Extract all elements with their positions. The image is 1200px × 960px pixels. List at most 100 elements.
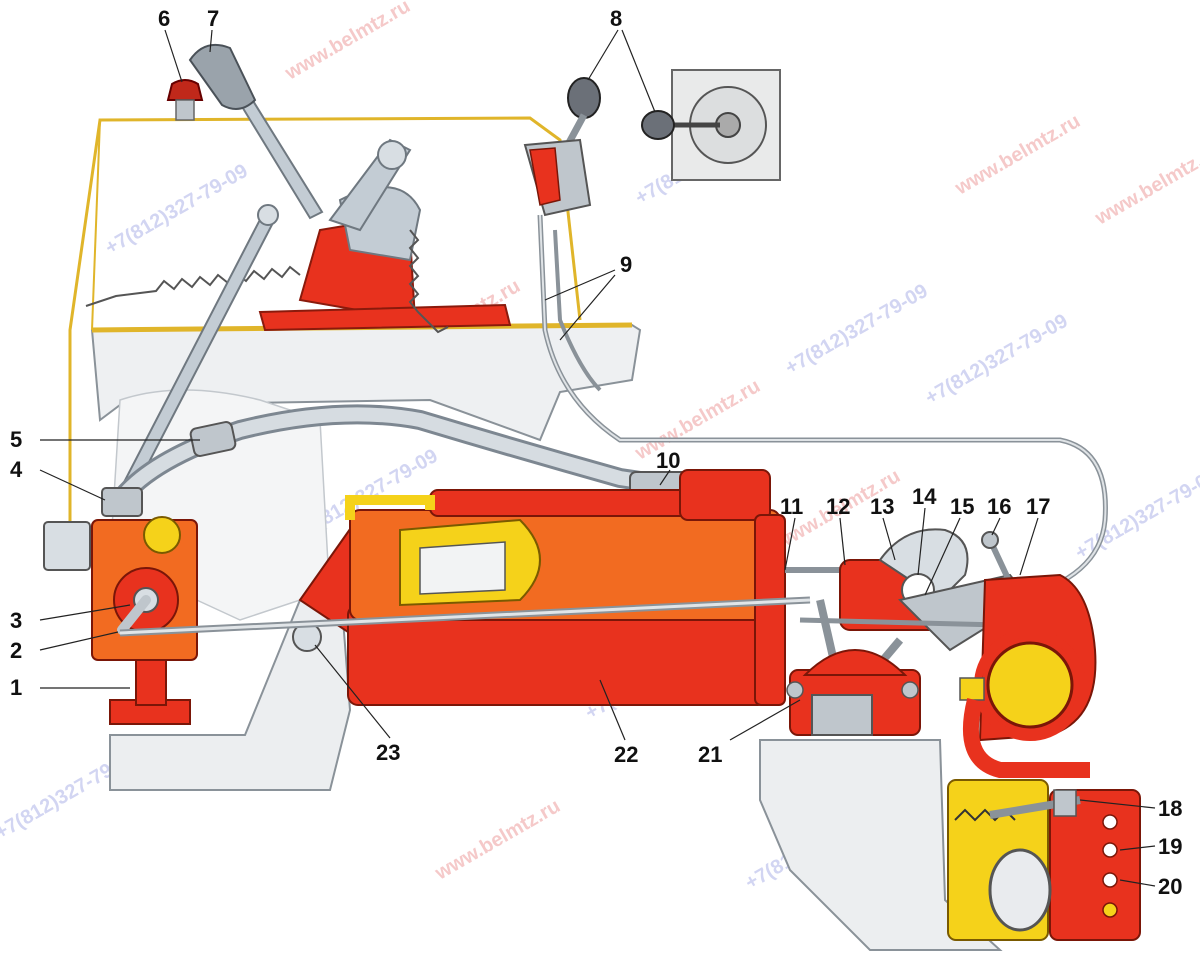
hose-highlight — [114, 407, 702, 505]
lever-8-assembly — [523, 69, 781, 217]
callout-2: 2 — [10, 638, 22, 663]
pump-bolt-right — [901, 681, 919, 699]
spring-unit — [947, 698, 1141, 941]
callout-9: 9 — [620, 252, 632, 277]
hose-fitting-left — [189, 421, 237, 457]
control-cable — [537, 214, 1108, 603]
lever-8-bracket-red — [529, 147, 561, 206]
pedal-base-plate — [258, 303, 512, 332]
cable-sheath-inner — [539, 214, 1107, 601]
callout-19: 19 — [1158, 834, 1182, 859]
leader-4 — [39, 469, 106, 501]
distributor-top-nut — [101, 487, 143, 517]
callout-21: 21 — [698, 742, 722, 767]
lamp-knob — [166, 79, 204, 101]
callout-20: 20 — [1158, 874, 1182, 899]
callout-6: 6 — [158, 6, 170, 31]
callout-14: 14 — [912, 484, 937, 509]
callout-8: 8 — [610, 6, 622, 31]
callout-1: 1 — [10, 675, 22, 700]
leader-2 — [39, 631, 119, 651]
pedal-assembly — [85, 44, 512, 497]
cylinder-left-pipe — [345, 495, 435, 520]
callout-22: 22 — [614, 742, 638, 767]
leader-9b — [559, 274, 616, 341]
cam-plate — [878, 528, 969, 602]
bracket-hole-1 — [1102, 814, 1118, 830]
leader-11 — [784, 517, 796, 571]
pump-front-plate — [811, 694, 873, 736]
callout-15: 15 — [950, 494, 974, 519]
distributor-block — [43, 487, 198, 725]
callout-10: 10 — [656, 448, 680, 473]
watermark-site: www.belmtz.ru — [1091, 140, 1200, 230]
lever-8-knob — [567, 77, 601, 119]
control-lever-rod — [236, 94, 324, 220]
watermark-site: www.belmtz.ru — [951, 110, 1084, 200]
control-rod-highlight — [119, 598, 811, 635]
callout-3: 3 — [10, 608, 22, 633]
cab-floor — [90, 323, 642, 442]
cylinder-cutaway-inner — [419, 541, 506, 595]
red-pipe — [962, 698, 1090, 778]
leader-9a — [544, 269, 616, 301]
pump-unit — [786, 649, 921, 736]
callout-7: 7 — [207, 6, 219, 31]
cylinder-head — [679, 469, 771, 521]
quadrant-knob — [641, 110, 675, 140]
hydraulic-hose — [112, 404, 702, 507]
leader-8a — [587, 29, 619, 81]
leader-21 — [729, 699, 801, 741]
lever-16-nut — [981, 531, 999, 549]
leader-6 — [164, 29, 183, 83]
leader-lines — [39, 29, 1156, 887]
cylinder-end-cap — [754, 514, 786, 706]
cab-wall-frame-inner — [91, 119, 101, 331]
bracket-hole-3 — [1102, 872, 1118, 888]
distributor-side-valve — [43, 521, 91, 571]
leader-7 — [209, 29, 213, 53]
leader-16 — [991, 517, 1001, 536]
bracket-hole-2 — [1102, 842, 1118, 858]
callout-16: 16 — [987, 494, 1011, 519]
pedal-pivot — [377, 140, 407, 170]
watermark-site: www.belmtz.ru — [281, 0, 414, 85]
small-bracket-yellow — [959, 677, 985, 701]
hydraulic-cylinder — [292, 469, 786, 706]
left-housing — [109, 578, 352, 791]
pump-dome — [802, 649, 908, 676]
rear-housing — [759, 739, 1003, 951]
leader-19 — [1119, 845, 1156, 851]
watermark-phone: +7(812)327-79-09 — [922, 310, 1072, 409]
leader-13 — [882, 517, 896, 561]
callout-13: 13 — [870, 494, 894, 519]
distributor-arm — [117, 595, 151, 635]
leader-22 — [599, 679, 626, 741]
lamp-knob-base — [175, 99, 195, 121]
leader-3 — [39, 604, 131, 621]
leader-10 — [659, 469, 671, 486]
pedal-spring-right — [408, 229, 449, 334]
distributor-gear — [143, 516, 181, 554]
spring-eye — [988, 848, 1052, 932]
leader-18 — [1079, 799, 1156, 809]
callout-12: 12 — [826, 494, 850, 519]
leader-12 — [839, 517, 846, 566]
watermark-phone: +7(812)327-79-09 — [782, 280, 932, 379]
callout-17: 17 — [1026, 494, 1050, 519]
lift-shaft-yellow — [986, 641, 1074, 729]
callout-labels: 1 2 3 4 5 6 7 8 9 10 11 12 13 14 15 16 1… — [10, 6, 1182, 899]
cable-second — [553, 229, 602, 392]
leader-15 — [924, 517, 961, 596]
watermark-site: www.belmtz.ru — [631, 375, 764, 465]
pedal-spring-left — [85, 265, 301, 307]
callout-18: 18 — [1158, 796, 1182, 821]
callout-4: 4 — [10, 457, 23, 482]
leader-20 — [1119, 879, 1156, 887]
crossbar-link — [799, 617, 1001, 628]
leader-23 — [314, 644, 391, 739]
bracket-plate — [1049, 789, 1141, 941]
leader-17 — [1019, 517, 1039, 576]
watermark-phone: +7(812)327-79-09 — [102, 160, 252, 259]
